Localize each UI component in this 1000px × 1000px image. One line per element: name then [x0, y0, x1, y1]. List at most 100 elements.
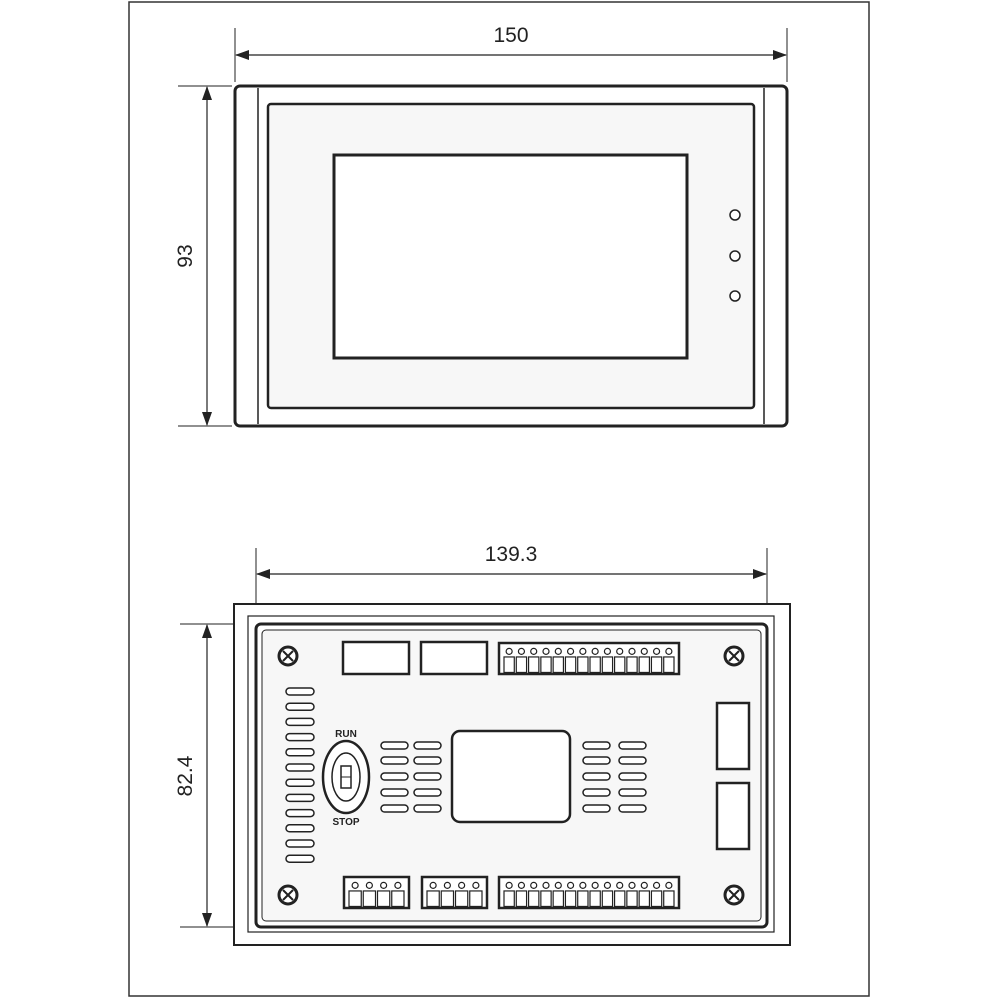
terminal-pin	[601, 890, 614, 908]
drawing-border	[128, 1, 870, 997]
rear-height-label: 82.4	[174, 755, 197, 796]
indicator-light	[729, 250, 741, 262]
terminal-screw	[566, 881, 575, 889]
terminal-pin	[638, 890, 651, 908]
terminal-screw	[591, 647, 599, 655]
vent-slot	[285, 763, 315, 772]
terminal-screw	[579, 647, 587, 655]
vent-slot	[413, 788, 442, 797]
vent-slot	[285, 839, 315, 848]
vent-slot	[582, 804, 611, 813]
terminal-screw	[665, 647, 673, 655]
terminal-pin	[577, 890, 589, 908]
indicator-light	[729, 290, 741, 302]
terminal-screw	[652, 881, 661, 889]
rear-generated-parts	[285, 641, 681, 910]
mounting-screw-icon	[723, 645, 745, 667]
vent-slot	[618, 788, 647, 797]
terminal-screw	[517, 647, 526, 655]
terminal-screw	[628, 647, 636, 655]
terminal-pin	[540, 656, 552, 674]
terminal-pin	[376, 890, 391, 908]
terminal-pin	[626, 890, 638, 908]
terminal-screw	[380, 881, 388, 889]
terminal-screw	[652, 647, 661, 655]
terminal-pin	[391, 890, 405, 908]
terminal-pin	[589, 656, 601, 674]
terminal-screw	[530, 881, 538, 889]
terminal-pin	[601, 656, 614, 674]
vent-slot	[618, 756, 647, 765]
switch-run-label: RUN	[335, 729, 357, 740]
terminal-pin	[540, 890, 552, 908]
vent-slot	[285, 687, 315, 696]
side-port-connector	[715, 701, 751, 771]
vent-slot	[582, 741, 611, 750]
vent-slot	[582, 788, 611, 797]
terminal-screw	[365, 881, 373, 889]
terminal-pin	[577, 656, 589, 674]
terminal-pin	[515, 656, 528, 674]
vent-slot	[285, 717, 315, 727]
display-screen	[332, 153, 689, 360]
terminal-screw	[458, 881, 466, 889]
terminal-screw	[579, 881, 587, 889]
terminal-screw	[640, 647, 648, 655]
side-port-connector	[715, 781, 751, 851]
terminal-pin	[440, 890, 455, 908]
vent-slot	[618, 741, 647, 750]
vent-slot	[618, 772, 647, 781]
terminal-pin	[426, 890, 440, 908]
terminal-pin	[552, 656, 565, 674]
rear-view: 139.3 82.4 RUN STOP	[174, 543, 791, 946]
terminal-screw	[517, 881, 526, 889]
front-width-label: 150	[493, 24, 528, 47]
terminal-pin	[503, 656, 515, 674]
terminal-pin	[663, 656, 675, 674]
vent-slot	[285, 778, 315, 787]
terminal-pin	[527, 656, 540, 674]
terminal-screw	[443, 881, 451, 889]
terminal-pin	[454, 890, 469, 908]
vent-slot	[285, 824, 315, 833]
front-view: 150 93	[174, 24, 789, 428]
terminal-screw	[566, 647, 575, 655]
vent-slot	[413, 772, 442, 781]
terminal-screw	[530, 647, 538, 655]
vent-slot	[285, 702, 315, 711]
vent-slot	[413, 804, 442, 813]
terminal-screw	[603, 881, 612, 889]
terminal-screw	[640, 881, 648, 889]
vent-slot	[380, 741, 409, 750]
run-stop-switch	[321, 739, 371, 815]
terminal-pin	[626, 656, 638, 674]
terminal-pin	[650, 890, 663, 908]
indicator-light	[729, 209, 741, 221]
terminal-screw	[472, 881, 480, 889]
terminal-pin	[589, 890, 601, 908]
vent-slot	[285, 808, 315, 818]
terminal-screw	[591, 881, 599, 889]
terminal-screw	[616, 647, 624, 655]
terminal-pin	[515, 890, 528, 908]
vent-slot	[380, 788, 409, 797]
vent-slot	[413, 756, 442, 765]
terminal-screw	[394, 881, 402, 889]
center-label-window	[450, 729, 572, 824]
terminal-pin	[650, 656, 663, 674]
terminal-pin	[564, 890, 577, 908]
terminal-screw	[542, 881, 550, 889]
vent-slot	[285, 854, 315, 863]
terminal-screw	[542, 647, 550, 655]
terminal-screw	[616, 881, 624, 889]
vent-slot	[582, 772, 611, 781]
vent-slot	[380, 804, 409, 813]
vent-slot	[582, 756, 611, 765]
rear-port-connector	[341, 640, 411, 676]
mounting-screw-icon	[277, 645, 299, 667]
vent-slot	[380, 756, 409, 765]
terminal-screw	[665, 881, 673, 889]
terminal-pin	[362, 890, 377, 908]
terminal-pin	[469, 890, 483, 908]
terminal-screw	[554, 881, 562, 889]
